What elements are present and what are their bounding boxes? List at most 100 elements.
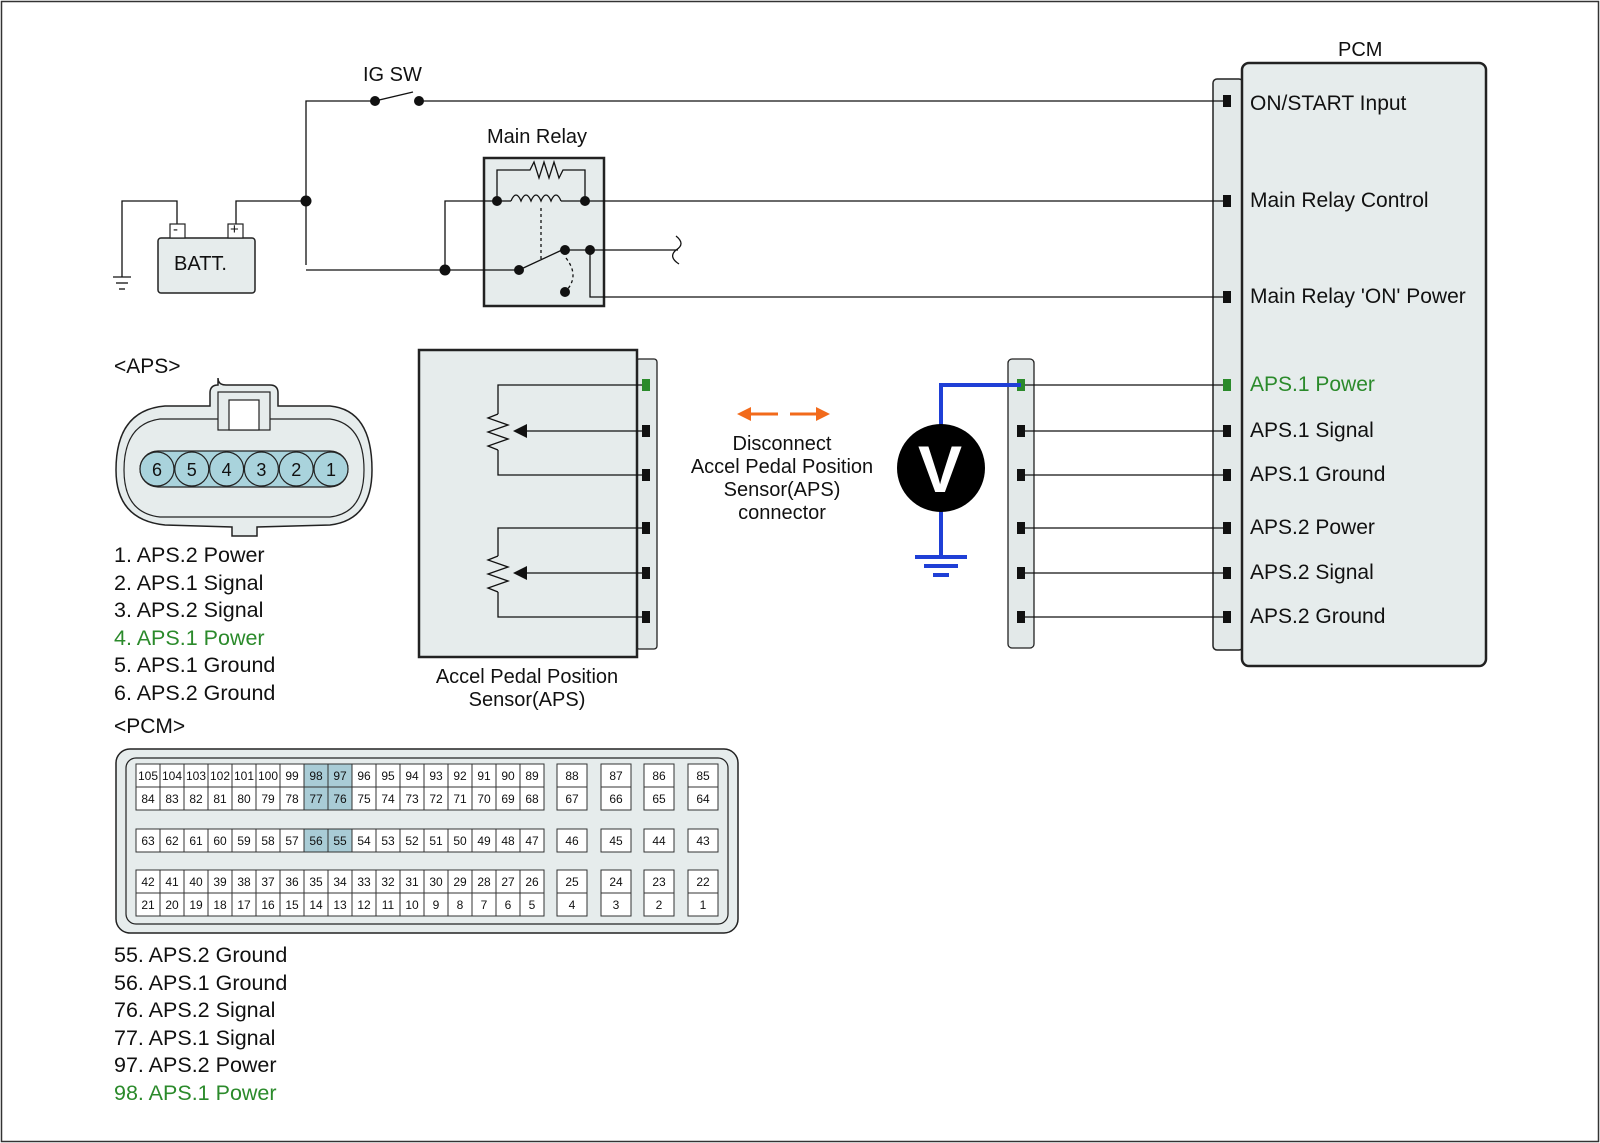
legend-item: 2. APS.1 Signal xyxy=(114,570,264,595)
pcm-pin-number: 50 xyxy=(453,834,467,848)
disconnect-arrows-icon xyxy=(737,407,830,421)
pcm-pin-number: 71 xyxy=(453,792,467,806)
legend-item: 1. APS.2 Power xyxy=(114,543,265,567)
harness-pin xyxy=(1017,567,1025,579)
aps-pin-circle xyxy=(313,451,349,487)
relay-contact xyxy=(492,196,502,206)
pcm-pin-number: 72 xyxy=(429,792,443,806)
pcm-pin-number: 92 xyxy=(453,769,467,783)
aps-pin-number: 6 xyxy=(152,460,162,480)
pcm-pin-cell xyxy=(556,828,588,853)
pcm-pin-number: 23 xyxy=(652,875,666,889)
aps-pin xyxy=(642,522,650,534)
pcm-pin-number: 66 xyxy=(609,792,623,806)
pcm-pin-number: 104 xyxy=(162,769,182,783)
pcm-pin-number: 58 xyxy=(261,834,275,848)
harness-pin xyxy=(1017,425,1025,437)
pcm-pin-number: 56 xyxy=(309,834,323,848)
pcm-pin-number: 98 xyxy=(309,769,323,783)
junction-dot xyxy=(439,264,451,276)
pcm-terminal-label: APS.1 Ground xyxy=(1250,463,1386,486)
pcm-pin-number: 22 xyxy=(696,875,710,889)
pcm-pin-number: 46 xyxy=(565,834,579,848)
pcm-pin-number: 20 xyxy=(165,898,179,912)
pcm-connector-strip xyxy=(1212,78,1244,651)
pcm-pin-number: 77 xyxy=(309,792,323,806)
pcm-pin-cell xyxy=(643,786,675,811)
disconnect-note-line3: Sensor(APS) xyxy=(723,479,841,501)
legend-item: 6. APS.2 Ground xyxy=(114,680,276,705)
aps-pin-number: 1 xyxy=(326,460,336,480)
voltmeter-label: V xyxy=(918,432,963,506)
pcm-pin-cell xyxy=(687,892,719,917)
pcm-pin-number: 63 xyxy=(141,834,155,848)
battery-minus-sign: - xyxy=(173,221,178,238)
pcm-pin-number: 84 xyxy=(141,792,155,806)
aps-potentiometers xyxy=(486,384,645,618)
pcm-pin-number: 28 xyxy=(477,875,491,889)
aps-pin xyxy=(642,567,650,579)
aps-sensor-box xyxy=(417,348,639,659)
pcm-pin-number: 73 xyxy=(405,792,419,806)
pcm-pin-number: 97 xyxy=(333,769,347,783)
relay-contact xyxy=(585,245,595,255)
pcm-pin-number: 82 xyxy=(189,792,203,806)
battery-plus-sign: + xyxy=(230,221,239,238)
pcm-pin-number: 21 xyxy=(141,898,155,912)
battery-pos-terminal xyxy=(227,223,244,239)
harness-connector-strip xyxy=(1007,358,1035,649)
pcm-pin-number: 103 xyxy=(186,769,206,783)
pcm-pin-number: 78 xyxy=(285,792,299,806)
legend-item: 5. APS.1 Ground xyxy=(114,653,276,677)
harness-pin xyxy=(1017,522,1025,534)
relay-contact xyxy=(580,196,590,206)
pcm-pin-cell xyxy=(600,786,632,811)
pcm-pin-cell xyxy=(556,786,588,811)
pcm-pin-cell xyxy=(556,892,588,917)
pcm-pin-number: 54 xyxy=(357,834,371,848)
pcm-pin-number: 99 xyxy=(285,769,299,783)
wiper-arrow xyxy=(513,566,527,580)
aps-pin-number: 4 xyxy=(222,460,232,480)
battery-circuit xyxy=(113,200,306,290)
pcm-pin-number: 75 xyxy=(357,792,371,806)
pcm-pin-cell xyxy=(519,828,545,853)
pcm-pin-number: 38 xyxy=(237,875,251,889)
pcm-pin-number: 44 xyxy=(652,834,666,848)
pcm-pin-number: 33 xyxy=(357,875,371,889)
pcm-pin-number: 102 xyxy=(210,769,230,783)
pcm-pin-number: 57 xyxy=(285,834,299,848)
pcm-pin-number: 30 xyxy=(429,875,443,889)
legend-item: 55. APS.2 Ground xyxy=(114,943,288,967)
pcm-pin-number: 4 xyxy=(569,898,576,912)
aps-pin-circle xyxy=(209,451,245,487)
pcm-pin-number: 34 xyxy=(333,875,347,889)
wiper-arrow xyxy=(513,424,527,438)
aps-pin xyxy=(642,469,650,481)
pcm-pin-number: 10 xyxy=(405,898,419,912)
pcm-pin-number: 36 xyxy=(285,875,299,889)
aps-pin xyxy=(642,425,650,437)
pcm-pin-cell xyxy=(600,892,632,917)
pcm-pin-number: 64 xyxy=(696,792,710,806)
voltmeter-icon xyxy=(897,424,985,512)
pcm-pin-number: 96 xyxy=(357,769,371,783)
aps-sensor-label-line2: Sensor(APS) xyxy=(468,689,586,711)
pcm-pin-number: 35 xyxy=(309,875,323,889)
battery-neg-terminal xyxy=(169,223,186,239)
pcm-pin-number: 105 xyxy=(138,769,158,783)
pcm-pin-number: 70 xyxy=(477,792,491,806)
ground-symbol xyxy=(915,555,967,577)
pcm-pin-number: 81 xyxy=(213,792,227,806)
pcm-pin-number: 69 xyxy=(501,792,515,806)
pcm-pin-number: 47 xyxy=(525,834,539,848)
aps-pin-circle xyxy=(243,451,279,487)
pcm-pin-number: 1 xyxy=(700,898,707,912)
main-relay-internals xyxy=(306,159,1227,298)
pcm-pin-number: 62 xyxy=(165,834,179,848)
pcm-pin-number: 101 xyxy=(234,769,254,783)
